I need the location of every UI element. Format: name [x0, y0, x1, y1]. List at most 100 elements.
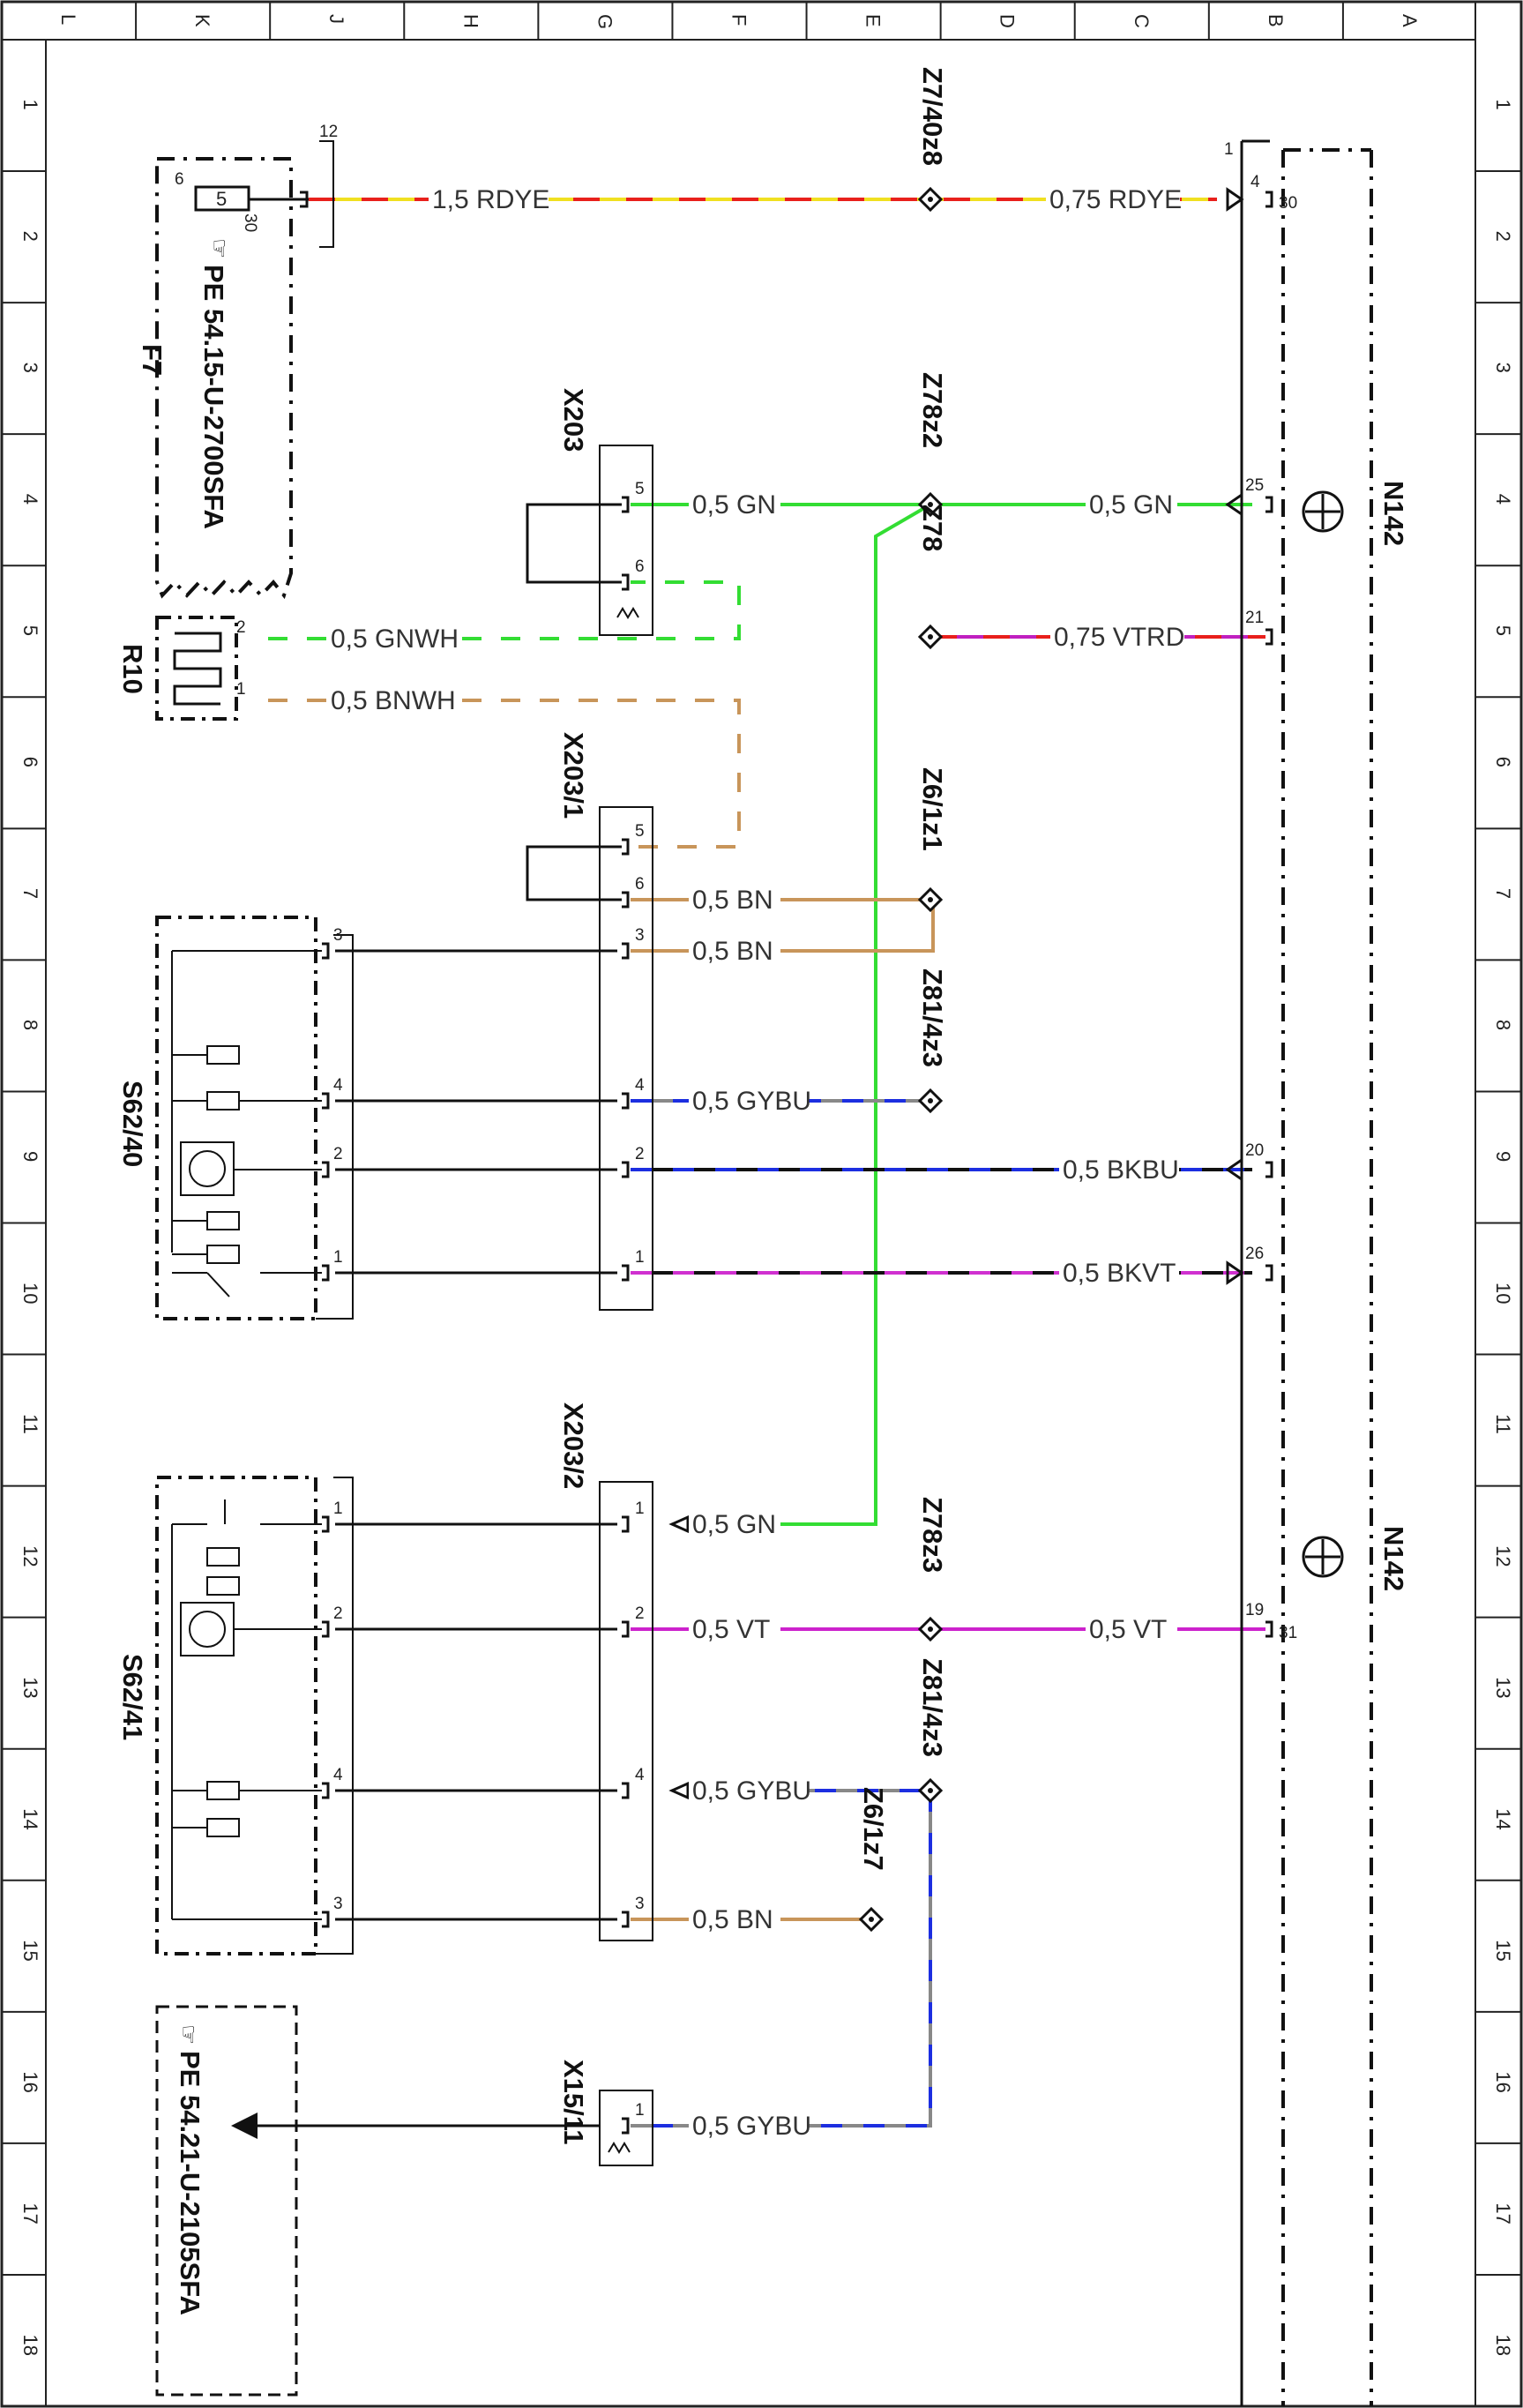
- splice-dot: [928, 1788, 933, 1793]
- column-label: L: [57, 14, 79, 25]
- wire-label: 0,5 GNWH: [331, 624, 459, 654]
- wire-label-bg: [689, 1617, 780, 1641]
- row-label-left: 15: [19, 1940, 41, 1961]
- row-label-left: 17: [19, 2202, 41, 2224]
- row-label-right: 7: [1492, 888, 1514, 899]
- n142-label-top: N142: [1378, 481, 1409, 546]
- x203-2-pin-4: 4: [635, 1766, 645, 1784]
- f7-reference: PE 54.15-U-2700SFA: [198, 265, 229, 529]
- reference-hand-icon: ☞: [206, 238, 233, 258]
- n142-block-pin: 1: [1224, 140, 1234, 159]
- column-label: C: [1131, 14, 1153, 28]
- x203-1-label: X203/1: [558, 732, 589, 819]
- row-label-left: 3: [19, 363, 41, 373]
- splice-dot: [928, 1627, 933, 1632]
- column-label: A: [1399, 14, 1421, 27]
- f7-pin-30: 30: [241, 213, 259, 232]
- row-label-right: 5: [1492, 625, 1514, 636]
- n142-pin-25: 25: [1245, 476, 1264, 495]
- splice-label: Z78z2: [917, 372, 948, 448]
- row-label-left: 18: [19, 2334, 41, 2355]
- x203-2-connector: 1 2 4 3 X203/2: [558, 1402, 690, 1941]
- splice-dot: [928, 897, 933, 902]
- wire-label: 0,5 BNWH: [331, 686, 456, 715]
- wire-label: 0,5 BN: [692, 937, 773, 966]
- pe-reference-text: PE 54.21-U-2105SFA: [175, 2051, 205, 2315]
- row-label-left: 9: [19, 1151, 41, 1162]
- wire-label-bg: [689, 2113, 809, 2138]
- row-label-left: 2: [19, 231, 41, 242]
- splice-dot: [928, 502, 933, 507]
- wire-label: 0,5 VT: [1089, 1615, 1167, 1644]
- n142-symbol-icon: [1302, 490, 1344, 1578]
- wire-label: 0,5 GN: [692, 490, 776, 520]
- x203-pin-5: 5: [635, 480, 645, 498]
- f7-pin-6: 6: [175, 170, 184, 189]
- n142-pin-26: 26: [1245, 1245, 1264, 1263]
- wire-label-bg: [1046, 187, 1180, 212]
- f7-fuse-box: 5 6 30 12 F7 PE 54.15-U-2700SFA ☞: [137, 123, 338, 600]
- wire-label: 0,5 BKVT: [1063, 1259, 1176, 1288]
- s62-41-label: S62/41: [117, 1654, 148, 1740]
- n142-pin-4: 4: [1251, 173, 1260, 191]
- row-label-left: 1: [19, 100, 41, 110]
- pe-reference-box[interactable]: ☞ PE 54.21-U-2105SFA: [155, 2005, 600, 2397]
- n142-pin-31: 31: [1279, 1624, 1297, 1642]
- row-label-left: 4: [19, 494, 41, 505]
- x203-1-pin-1: 1: [635, 1248, 645, 1267]
- splice-label: Z6/1z1: [917, 767, 948, 851]
- splice-dot: [928, 634, 933, 639]
- x203-1-pin-3: 3: [635, 926, 645, 945]
- s62-41-switch: 1 2 4 3 S62/41: [117, 1476, 354, 1956]
- row-label-left: 13: [19, 1677, 41, 1698]
- wire-label-bg: [689, 1778, 809, 1803]
- x203-1-pin-2: 2: [635, 1145, 645, 1163]
- column-label: D: [997, 14, 1019, 28]
- splice-label: Z7/40z8: [917, 67, 948, 166]
- splice-dot: [928, 197, 933, 202]
- row-label-right: 16: [1492, 2071, 1514, 2092]
- x203-pin-6: 6: [635, 557, 645, 576]
- wire-label-bg: [689, 492, 780, 517]
- row-label-right: 10: [1492, 1283, 1514, 1304]
- n142-pin-19: 19: [1245, 1601, 1264, 1619]
- r10-resistor: 2 1 R10: [117, 616, 246, 721]
- s62-41-pin-3: 3: [333, 1895, 343, 1913]
- wire-label: 1,5 RDYE: [432, 185, 549, 214]
- row-label-right: 4: [1492, 494, 1514, 505]
- x15-11-pin-1: 1: [635, 2101, 645, 2120]
- s62-41-pin-2: 2: [333, 1604, 343, 1623]
- x203-2-pin-1: 1: [635, 1499, 645, 1518]
- row-label-right: 1: [1492, 100, 1514, 110]
- wire-label-bg: [689, 1907, 780, 1932]
- wire-label: 0,5 BKBU: [1063, 1155, 1179, 1185]
- row-label-right: 18: [1492, 2334, 1514, 2355]
- row-label-right: 15: [1492, 1940, 1514, 1961]
- wire-label-bg: [689, 887, 780, 912]
- s62-40-pin-4: 4: [333, 1076, 343, 1095]
- x203-1-pin-6: 6: [635, 875, 645, 894]
- splice-label: Z81/4z3: [917, 1658, 948, 1757]
- wire-label-bg: [429, 187, 549, 212]
- row-label-right: 6: [1492, 757, 1514, 767]
- row-label-left: 6: [19, 757, 41, 767]
- x203-2-pin-3: 3: [635, 1895, 645, 1913]
- wire-label-bg: [1086, 1617, 1177, 1641]
- wire-label: 0,5 VT: [692, 1615, 770, 1644]
- r10-pin-2: 2: [236, 618, 246, 637]
- s62-41-pin-4: 4: [333, 1766, 343, 1784]
- wire-label-bg: [1050, 624, 1184, 649]
- wire-label-bg: [1086, 492, 1177, 517]
- row-label-left: 11: [19, 1414, 41, 1434]
- wire-label-bg: [327, 688, 447, 713]
- f7-connector-pin: 12: [319, 123, 338, 141]
- wire-label-bg: [1059, 1260, 1179, 1285]
- splice-label: Z6/1z7: [858, 1787, 889, 1871]
- column-label: K: [191, 14, 213, 27]
- x15-11-connector: 1 X15/11: [558, 2060, 653, 2166]
- splice-dot: [869, 1917, 874, 1922]
- x203-label: X203: [558, 388, 589, 452]
- row-label-right: 12: [1492, 1545, 1514, 1567]
